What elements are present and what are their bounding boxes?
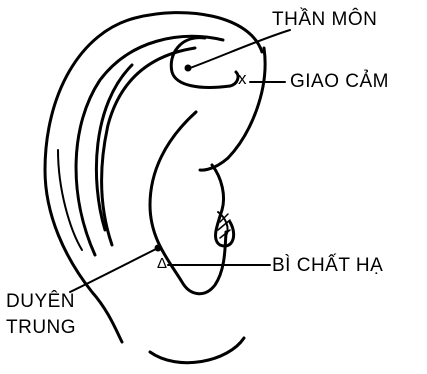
label-duyen: DUYÊN — [6, 292, 75, 311]
label-giao-cam: GIAO CẢM — [290, 72, 389, 91]
label-trung: TRUNG — [6, 318, 76, 337]
label-bi-chat-ha: BÌ CHẤT HẠ — [272, 256, 383, 275]
than-mon-point — [185, 65, 192, 72]
concha-upper — [200, 48, 265, 170]
bi-chat-ha-marker: Δ — [157, 256, 168, 271]
ear-lobe-outline — [150, 338, 244, 363]
duyen-trung-point — [155, 245, 162, 252]
giao-cam-marker: x — [238, 70, 247, 87]
helix-inner-line-1 — [102, 48, 195, 245]
antitragus — [212, 165, 234, 246]
duyen-trung-pointer — [70, 248, 158, 292]
label-than-mon: THẦN MÔN — [272, 10, 377, 29]
